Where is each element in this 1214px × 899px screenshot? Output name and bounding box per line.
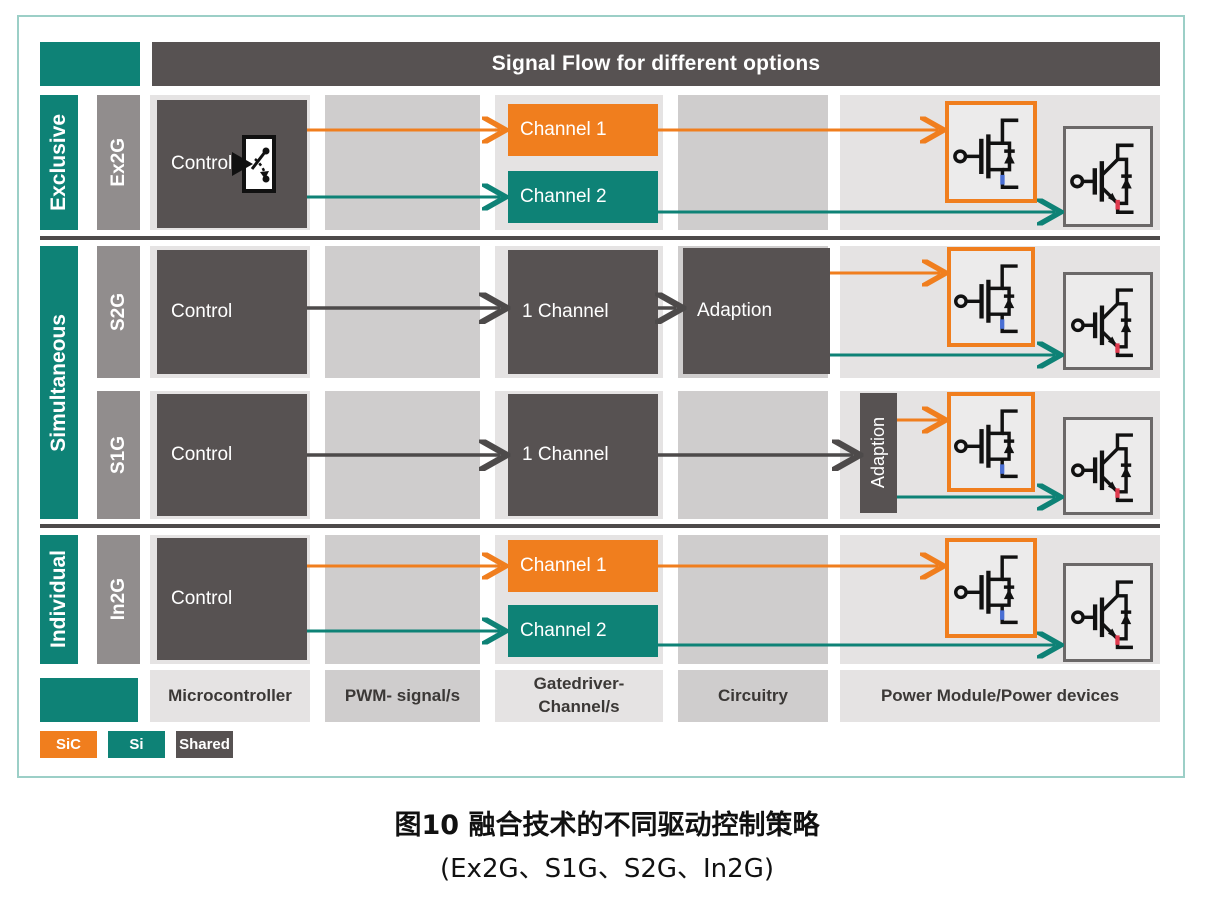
row-tag-ex2g: Ex2G [97, 95, 140, 230]
sic-power-module-ex2g [945, 101, 1037, 203]
row-tag-s2g: S2G [97, 246, 140, 378]
footer-power: Power Module/Power devices [840, 670, 1160, 722]
sic-power-module-in2g [945, 538, 1037, 638]
si-power-device-s1g [1063, 417, 1153, 515]
stripe-circuitry-ex2g [678, 95, 828, 230]
group-separator-2 [40, 524, 1160, 528]
mosfet-icon [951, 108, 1031, 196]
stripe-pwm-s2g [325, 246, 480, 378]
stripe-pwm-in2g [325, 535, 480, 664]
adaption-box-s2g: Adaption [683, 248, 830, 374]
header-title: Signal Flow for different options [491, 52, 821, 75]
mosfet-icon [952, 399, 1030, 485]
channel2-box-ex2g: Channel 2 [508, 171, 658, 223]
row-tag-s1g: S1G [97, 391, 140, 519]
stripe-circuitry-in2g [678, 535, 828, 664]
group-label-exclusive: Exclusive [40, 95, 78, 230]
channel1-box-ex2g: Channel 1 [508, 104, 658, 156]
figure-caption-line1: 图10 融合技术的不同驱动控制策略 [394, 810, 820, 841]
header-bar: Signal Flow for different options [152, 42, 1160, 86]
exclusive-switch-icon [242, 135, 277, 193]
stripe-pwm-s1g [325, 391, 480, 519]
si-power-device-s2g [1063, 272, 1153, 370]
row-tag-in2g: In2G [97, 535, 140, 664]
adaption-box-s1g: Adaption [860, 393, 897, 513]
igbt-icon [1068, 423, 1148, 509]
stripe-circuitry-s1g [678, 391, 828, 519]
igbt-icon [1068, 133, 1148, 221]
control-box-ex2g: Control [157, 100, 307, 228]
figure-caption-line2: (Ex2G、S1G、S2G、In2G) [439, 854, 774, 884]
mosfet-icon [952, 254, 1030, 340]
control-box-in2g: Control [157, 538, 307, 660]
group-label-simultaneous: Simultaneous [40, 246, 78, 519]
channel-box-s2g: 1 Channel [508, 250, 658, 374]
igbt-icon [1068, 278, 1148, 364]
mosfet-icon [951, 545, 1031, 631]
header-teal-block [40, 42, 140, 86]
group-separator-1 [40, 236, 1160, 240]
stripe-pwm-ex2g [325, 95, 480, 230]
legend-si: Si [108, 731, 165, 758]
sic-power-module-s1g [947, 392, 1035, 492]
si-power-device-in2g [1063, 563, 1153, 662]
control-box-s2g: Control [157, 250, 307, 374]
footer-teal-block [40, 678, 138, 722]
legend-shared: Shared [176, 731, 233, 758]
footer-gatedriver: Gatedriver- Channel/s [495, 670, 663, 722]
channel1-box-in2g: Channel 1 [508, 540, 658, 592]
group-label-individual: Individual [40, 535, 78, 664]
control-box-s1g: Control [157, 394, 307, 516]
legend-sic: SiC [40, 731, 97, 758]
sic-power-module-s2g [947, 247, 1035, 347]
footer-microcontroller: Microcontroller [150, 670, 310, 722]
channel2-box-in2g: Channel 2 [508, 605, 658, 657]
footer-pwm: PWM- signal/s [325, 670, 480, 722]
footer-circuitry: Circuitry [678, 670, 828, 722]
igbt-icon [1068, 570, 1148, 656]
channel-box-s1g: 1 Channel [508, 394, 658, 516]
si-power-device-ex2g [1063, 126, 1153, 227]
